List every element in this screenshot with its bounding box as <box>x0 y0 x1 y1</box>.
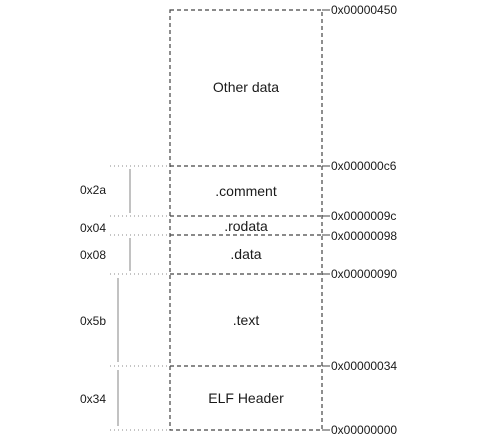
section-label-text: .text <box>233 312 260 328</box>
address-label: 0x00000000 <box>331 423 397 437</box>
address-label: 0x00000450 <box>331 3 397 17</box>
address-label: 0x000000c6 <box>331 159 397 173</box>
size-label-rodata: 0x04 <box>80 221 106 235</box>
section-label-elf-header: ELF Header <box>208 390 284 406</box>
size-label-elf-header: 0x34 <box>80 392 106 406</box>
size-label-comment: 0x2a <box>80 183 106 197</box>
size-label-text: 0x5b <box>80 314 106 328</box>
address-label: 0x0000009c <box>331 209 396 223</box>
address-label: 0x00000034 <box>331 359 397 373</box>
section-label-comment: .comment <box>215 183 277 199</box>
address-label: 0x00000090 <box>331 267 397 281</box>
section-label-other-data: Other data <box>213 79 279 95</box>
address-label: 0x00000098 <box>331 229 397 243</box>
size-label-data: 0x08 <box>80 248 106 262</box>
section-label-rodata: .rodata <box>224 218 268 234</box>
memory-column-outline <box>169 9 323 431</box>
section-label-data: .data <box>230 246 261 262</box>
